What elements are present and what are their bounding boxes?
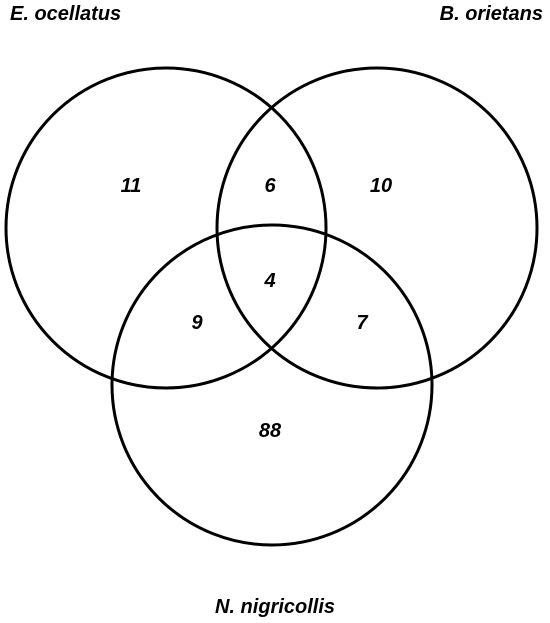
set-label-n-nigricollis: N. nigricollis [215,596,335,618]
region-count-b-orietans-only: 10 [370,175,392,197]
set-circle-n-nigricollis [110,223,434,547]
region-count-b-orietans-n-nigricollis: 7 [356,312,368,334]
region-count-e-ocellatus-n-nigricollis: 9 [191,312,203,334]
set-circle-e-ocellatus [4,66,328,390]
region-count-n-nigricollis-only: 88 [259,420,282,442]
set-circle-b-orietans [215,66,539,390]
set-label-b-orietans: B. orietans [440,3,543,25]
region-count-all-three: 4 [263,270,275,292]
set-label-e-ocellatus: E. ocellatus [10,3,121,25]
region-count-e-ocellatus-b-orietans: 6 [264,175,276,197]
region-count-e-ocellatus-only: 11 [121,175,142,197]
